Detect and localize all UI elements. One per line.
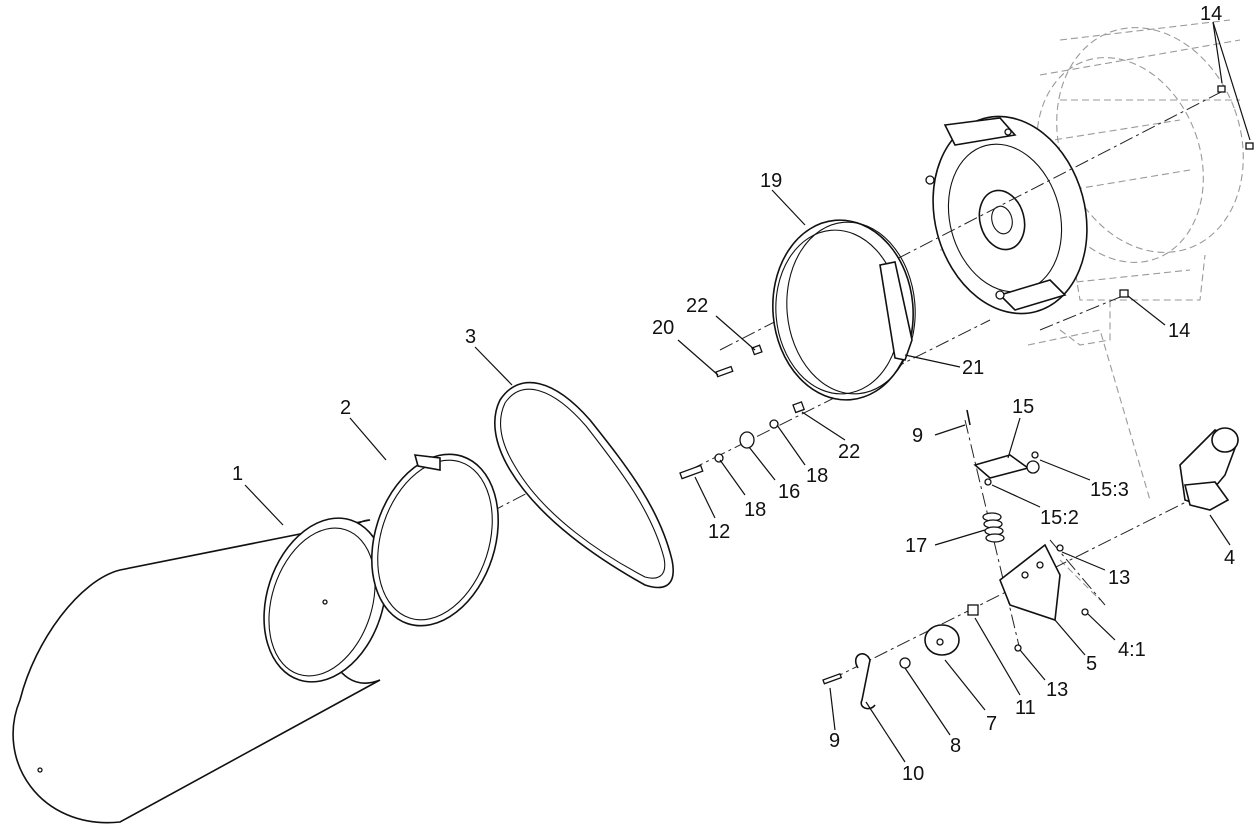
callout-3: 3 (465, 326, 476, 348)
callout-18-right: 18 (806, 465, 828, 487)
callout-22-upper: 22 (686, 295, 708, 317)
hardware-fasteners (679, 85, 1254, 480)
callout-15: 15 (1012, 396, 1034, 418)
housing-front-plate (925, 115, 1088, 315)
part-1-tube (12, 517, 387, 824)
assembly-axes (379, 89, 1226, 681)
callout-18-left: 18 (744, 499, 766, 521)
callout-14-upper: 14 (1200, 3, 1222, 25)
part-2-clamp-ring (370, 453, 500, 627)
callout-11: 11 (1015, 697, 1036, 719)
part-3-belt (494, 381, 674, 589)
callout-1: 1 (232, 463, 243, 485)
callout-20: 20 (652, 317, 674, 339)
callout-labels: 1 2 3 19 22 20 21 14 14 22 18 16 18 12 9… (232, 3, 1235, 785)
part-19-21-pulley (772, 219, 916, 401)
callout-4: 4 (1224, 547, 1235, 569)
callout-4-1: 4:1 (1118, 639, 1146, 661)
callout-15-2: 15:2 (1040, 507, 1079, 529)
callout-15-3: 15:3 (1090, 479, 1129, 501)
callout-9-lower: 9 (829, 730, 840, 752)
callout-17: 17 (905, 535, 927, 557)
callout-9-upper: 9 (912, 425, 923, 447)
leader-lines (244, 21, 1251, 763)
callout-14-lower: 14 (1168, 320, 1190, 342)
callout-13-upper: 13 (1108, 567, 1130, 589)
tensioner-assembly (822, 409, 1240, 710)
callout-16: 16 (778, 481, 800, 503)
callout-12: 12 (708, 521, 730, 543)
callout-19: 19 (760, 170, 782, 192)
callout-2: 2 (340, 397, 351, 419)
callout-21: 21 (962, 357, 984, 379)
callout-8: 8 (950, 735, 961, 757)
callout-22-lower: 22 (838, 441, 860, 463)
callout-13-lower: 13 (1046, 679, 1068, 701)
callout-7: 7 (986, 713, 997, 735)
callout-5: 5 (1086, 653, 1097, 675)
callout-10: 10 (902, 763, 924, 785)
